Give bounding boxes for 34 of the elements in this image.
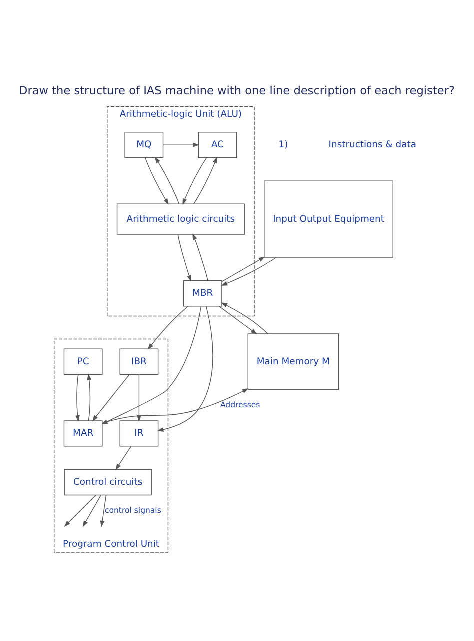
node-box: MQ	[124, 132, 164, 158]
node-box: Input Output Equipment	[264, 180, 394, 258]
node-box: Main Memory M	[248, 334, 340, 390]
diagram-title: Draw the structure of IAS machine with one line description of each register?	[19, 84, 455, 98]
arrow	[92, 374, 130, 422]
arrow	[76, 374, 80, 422]
arrow	[87, 374, 92, 422]
arrow	[64, 495, 96, 528]
arrow	[163, 142, 200, 148]
arrow	[178, 234, 192, 282]
node-box: AC	[198, 132, 238, 158]
label: Instructions & data	[328, 139, 416, 150]
arrow	[221, 302, 268, 334]
label: 1)	[278, 139, 288, 150]
node-box: MBR	[183, 280, 222, 307]
arrow	[116, 446, 132, 470]
arrow	[82, 495, 102, 528]
arrow	[194, 156, 218, 204]
arrow	[154, 156, 180, 204]
node-box: MAR	[64, 420, 103, 447]
arrow	[192, 234, 208, 282]
arrow	[182, 157, 208, 206]
node-box: IBR	[120, 348, 159, 375]
node-box: Control circuits	[64, 469, 152, 496]
node-box: PC	[64, 348, 103, 375]
arrow	[218, 306, 258, 335]
arrow	[221, 257, 277, 286]
node-box: IR	[120, 420, 159, 447]
arrow	[145, 157, 169, 205]
arrow	[222, 256, 266, 282]
node-box: Arithmetic logic circuits	[116, 204, 245, 235]
arrow	[148, 306, 189, 350]
arrow	[100, 495, 107, 528]
arrow	[157, 306, 214, 432]
